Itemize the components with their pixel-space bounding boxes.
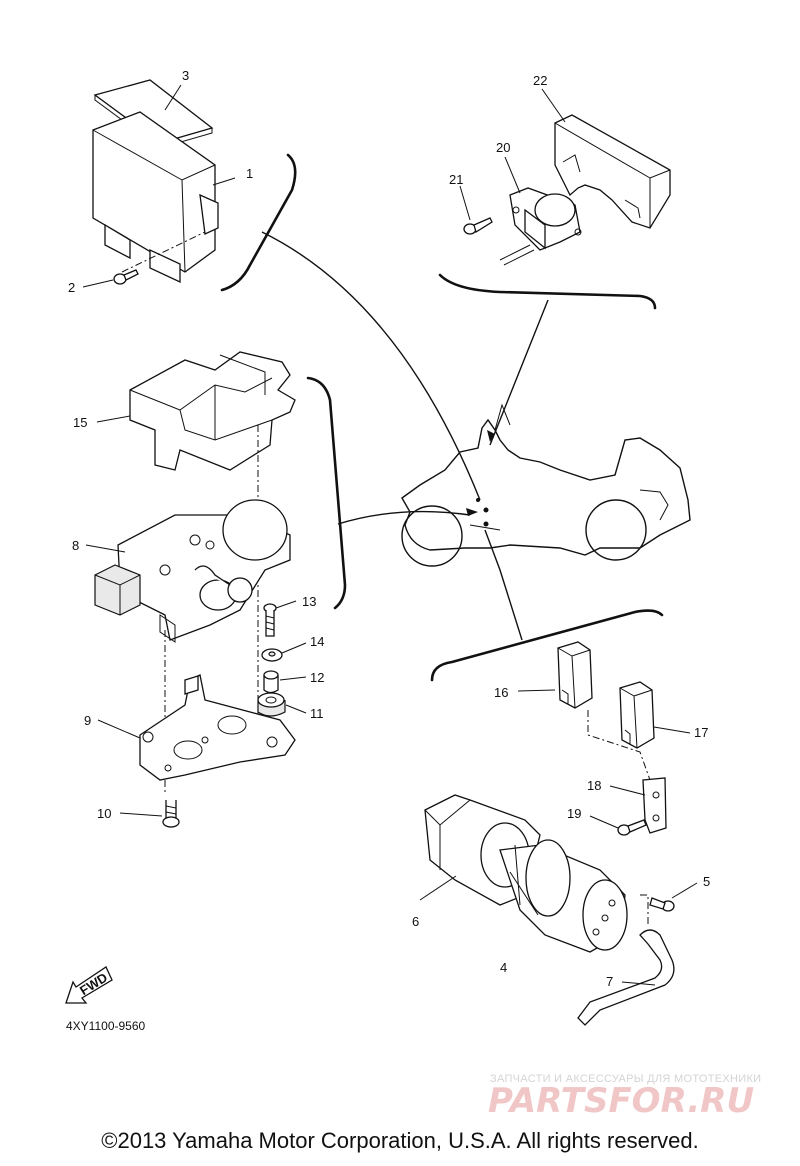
watermark-tagline: ЗАПЧАСТИ И АКСЕССУАРЫ ДЛЯ МОТОТЕХНИКИ — [490, 1073, 761, 1085]
leader-to-bike-relay — [489, 299, 549, 446]
callout-numbers: 1 2 3 4 5 6 7 8 9 10 11 12 13 14 15 16 1… — [68, 68, 710, 989]
part-15-abs-cover — [129, 351, 296, 471]
part-16-relay — [557, 641, 593, 709]
part-4-fuel-pump — [499, 839, 628, 953]
callout-15: 15 — [73, 415, 87, 430]
callout-18: 18 — [587, 778, 601, 793]
part-12-collar — [263, 670, 279, 694]
callout-4: 4 — [500, 960, 507, 975]
copyright-notice: ©2013 Yamaha Motor Corporation, U.S.A. A… — [101, 1128, 699, 1153]
leader-to-bike-abs — [337, 510, 471, 525]
diagram-code: 4XY1100-9560 — [66, 1019, 146, 1033]
leader-to-bike-pump — [484, 529, 523, 641]
part-19-screw — [617, 819, 647, 836]
part-9-bracket — [139, 674, 296, 781]
callout-11: 11 — [310, 706, 324, 721]
part-1-ecu — [92, 111, 219, 284]
callout-9: 9 — [84, 713, 91, 728]
part-2-screw — [113, 269, 139, 285]
arrowhead-2 — [487, 430, 495, 442]
callout-10: 10 — [97, 806, 111, 821]
leader-lines — [82, 84, 698, 986]
motorcycle-outline — [401, 403, 691, 567]
callout-5: 5 — [703, 874, 710, 889]
parts-diagram: FWD 1 2 3 4 5 6 7 8 9 10 1 — [65, 68, 761, 1121]
callout-3: 3 — [182, 68, 189, 83]
part-10-bolt — [162, 800, 180, 828]
part-22-holder — [554, 114, 671, 229]
arrowhead-1 — [466, 508, 478, 516]
callout-20: 20 — [496, 140, 510, 155]
fwd-arrow-icon: FWD — [65, 966, 113, 1004]
group-bracket-middle — [306, 376, 347, 610]
callout-17: 17 — [694, 725, 708, 740]
part-8-abs-unit — [94, 499, 291, 643]
group-bracket-top-left — [220, 153, 297, 292]
callout-19: 19 — [567, 806, 581, 821]
group-bracket-bottom-right — [430, 609, 664, 682]
callout-7: 7 — [606, 974, 613, 989]
part-5-screw — [649, 897, 675, 912]
leader-to-bike-ecu — [261, 231, 481, 501]
callout-12: 12 — [310, 670, 324, 685]
part-17-relay — [619, 681, 655, 749]
part-14-washer — [261, 648, 283, 662]
watermark-brand: PARTSFOR.RU — [488, 1081, 754, 1121]
part-18-bracket — [642, 777, 667, 834]
group-bracket-top-right — [438, 273, 657, 310]
callout-8: 8 — [72, 538, 79, 553]
callout-16: 16 — [494, 685, 508, 700]
part-20-relay — [499, 187, 582, 266]
part-21-bolt — [463, 217, 493, 235]
callout-14: 14 — [310, 634, 324, 649]
part-7-hose — [577, 929, 675, 1026]
callout-2: 2 — [68, 280, 75, 295]
part-13-bolt — [263, 603, 277, 637]
callout-6: 6 — [412, 914, 419, 929]
callout-1: 1 — [246, 166, 253, 181]
part-11-grommet — [257, 692, 286, 717]
callout-21: 21 — [449, 172, 463, 187]
callout-22: 22 — [533, 73, 547, 88]
callout-13: 13 — [302, 594, 316, 609]
